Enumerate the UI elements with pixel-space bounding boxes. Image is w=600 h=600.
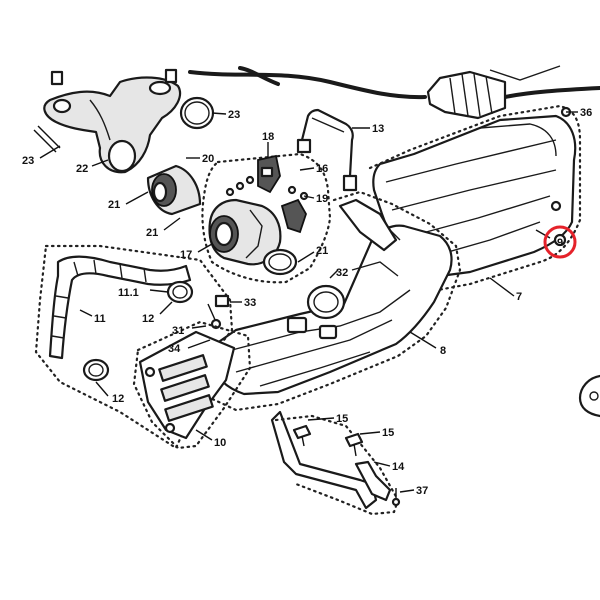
callout-11[interactable]: 11 bbox=[94, 313, 106, 325]
bracket-14 bbox=[270, 410, 392, 510]
throttle-body bbox=[208, 198, 298, 276]
callout-20[interactable]: 20 bbox=[202, 153, 214, 165]
group-boundary-17 bbox=[201, 152, 332, 284]
callout-33[interactable]: 33 bbox=[244, 297, 256, 309]
highlight-circle bbox=[543, 225, 577, 259]
group-boundary-10 bbox=[132, 320, 252, 450]
callout-15[interactable]: 15 bbox=[382, 427, 394, 439]
callout-labels: 36 23 23 22 18 13 20 16 19 21 21 21 17 9… bbox=[22, 107, 592, 497]
fuel-filter bbox=[426, 70, 507, 120]
bolt-31 bbox=[207, 303, 222, 330]
clamp-12b bbox=[82, 358, 110, 382]
edge-part-right bbox=[578, 374, 600, 418]
callout-34[interactable]: 34 bbox=[168, 343, 181, 355]
callout-7[interactable]: 7 bbox=[516, 291, 522, 303]
callout-10[interactable]: 10 bbox=[214, 437, 226, 449]
intake-grille bbox=[138, 330, 236, 440]
callout-8[interactable]: 8 bbox=[440, 345, 446, 357]
callout-15[interactable]: 15 bbox=[336, 413, 348, 425]
callout-19[interactable]: 19 bbox=[316, 193, 328, 205]
callout-21[interactable]: 21 bbox=[146, 227, 158, 239]
leader-lines bbox=[39, 111, 578, 493]
callout-17[interactable]: 17 bbox=[180, 249, 192, 261]
bolt-37 bbox=[391, 488, 401, 507]
group-boundary-7 bbox=[368, 104, 582, 292]
callout-36[interactable]: 36 bbox=[580, 107, 592, 119]
callout-21[interactable]: 21 bbox=[316, 245, 328, 257]
hose-11 bbox=[48, 255, 192, 360]
coupling-20 bbox=[146, 164, 202, 216]
callout-23[interactable]: 23 bbox=[22, 155, 34, 167]
callout-11-1[interactable]: 11.1 bbox=[118, 287, 139, 299]
sensor-19 bbox=[280, 198, 307, 234]
stud-23a bbox=[33, 125, 61, 153]
callout-21[interactable]: 21 bbox=[108, 199, 120, 211]
group-boundary-8 bbox=[198, 190, 462, 412]
bracket-13 bbox=[296, 108, 358, 192]
callout-14[interactable]: 14 bbox=[392, 461, 405, 473]
bolt-15b bbox=[344, 432, 364, 457]
air-box-lower bbox=[208, 198, 453, 396]
bolt-15a bbox=[292, 424, 312, 447]
callout-18[interactable]: 18 bbox=[262, 131, 274, 143]
bolt-33 bbox=[214, 294, 230, 308]
gasket-ring-23 bbox=[179, 96, 215, 130]
callout-12[interactable]: 12 bbox=[142, 313, 154, 325]
callout-31[interactable]: 31 bbox=[172, 325, 184, 337]
small-fitting-top bbox=[50, 68, 178, 86]
exhaust-manifold bbox=[43, 76, 182, 174]
callout-32[interactable]: 32 bbox=[336, 267, 348, 279]
callout-22[interactable]: 22 bbox=[76, 163, 88, 175]
clamp-12a bbox=[166, 280, 194, 304]
callout-9[interactable]: 9 bbox=[557, 237, 563, 249]
callout-13[interactable]: 13 bbox=[372, 123, 384, 135]
callout-12[interactable]: 12 bbox=[112, 393, 124, 405]
fuel-hose-top bbox=[188, 65, 600, 100]
callout-37[interactable]: 37 bbox=[416, 485, 428, 497]
callout-23[interactable]: 23 bbox=[228, 109, 240, 121]
sensor-18 bbox=[257, 154, 281, 194]
callout-16[interactable]: 16 bbox=[316, 163, 328, 175]
